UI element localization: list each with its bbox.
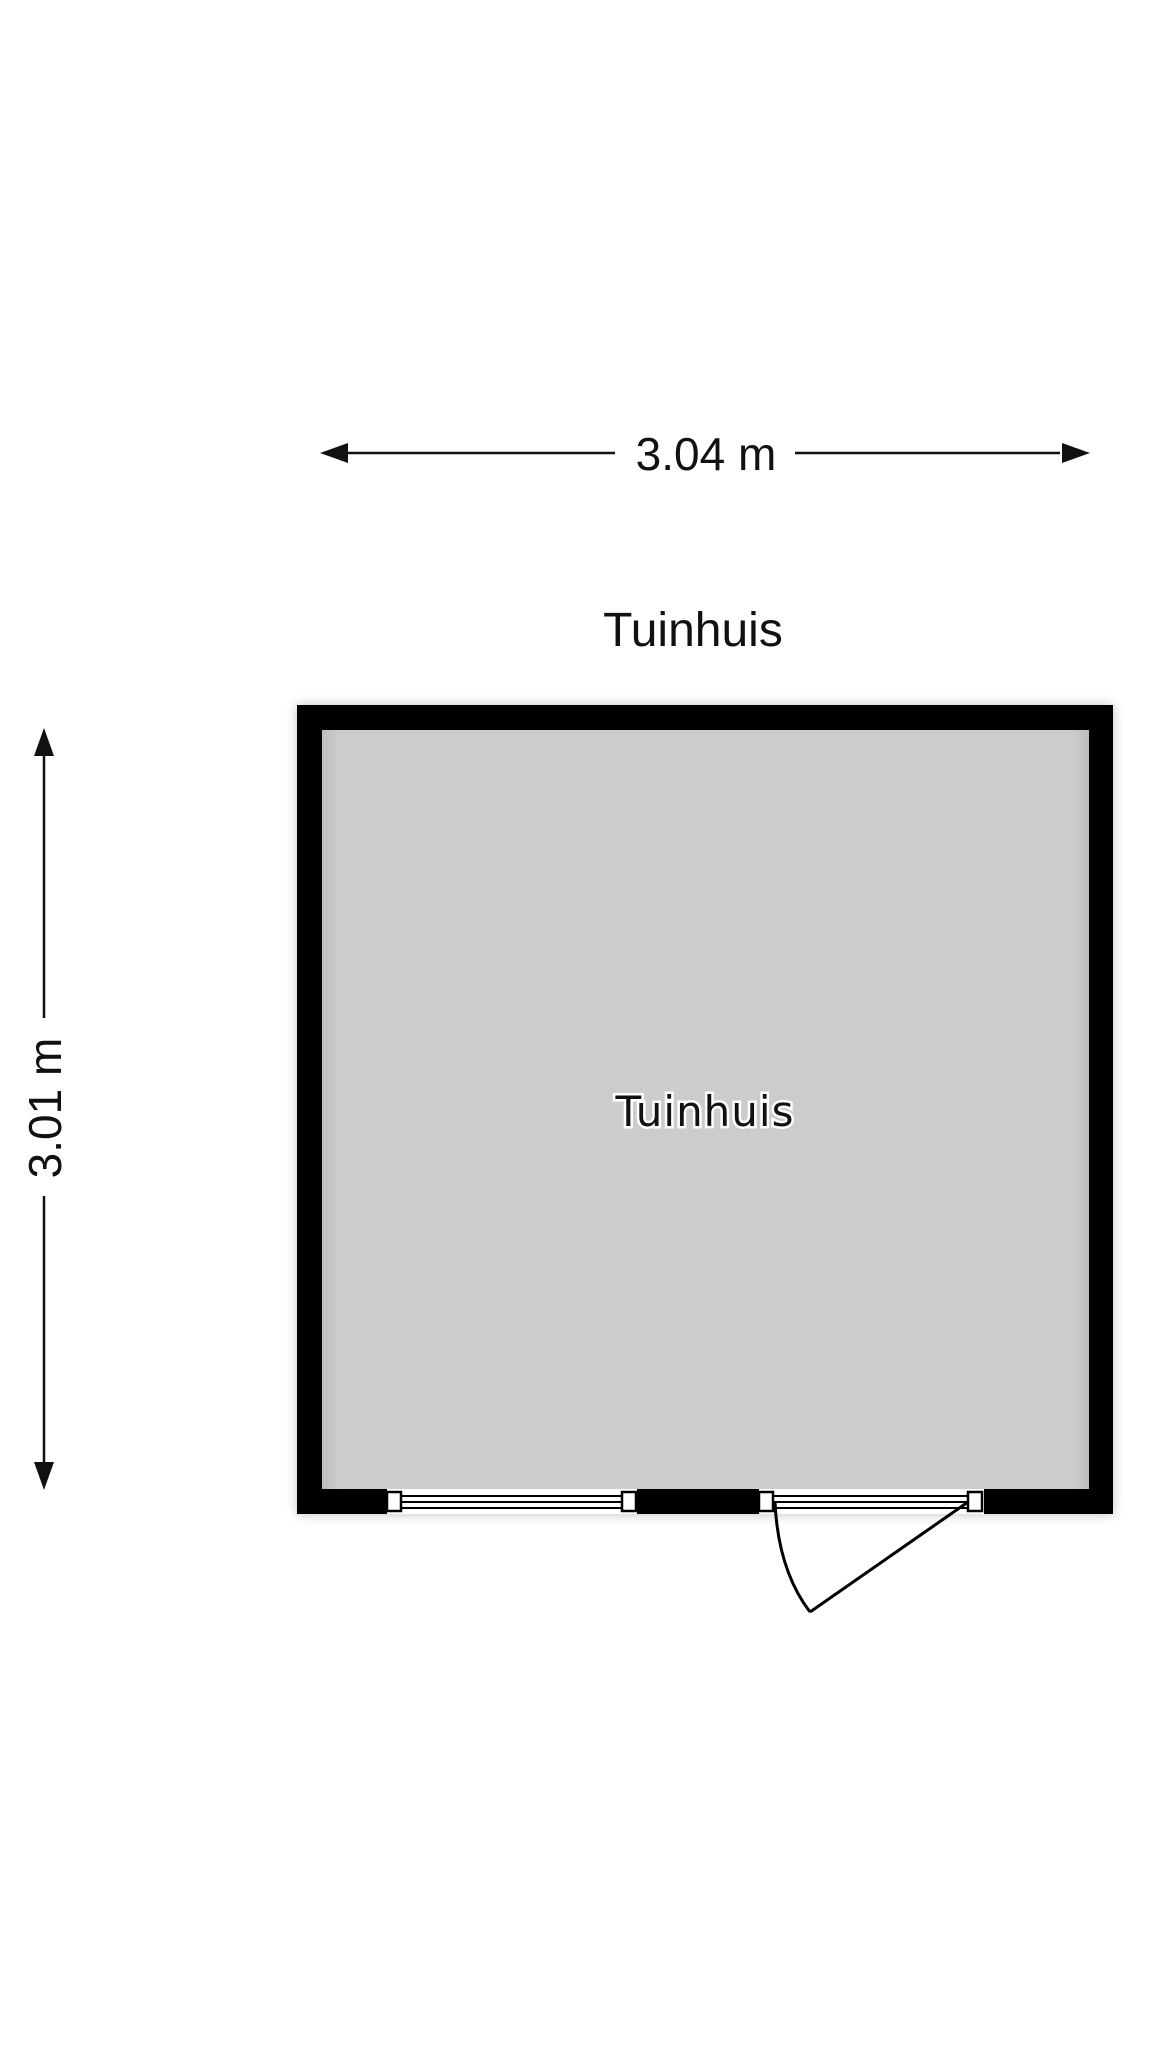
depth-dimension: 3.01 m bbox=[19, 728, 71, 1490]
door-frame-right bbox=[966, 1490, 984, 1513]
width-dimension: 3.04 m bbox=[320, 428, 1090, 480]
door bbox=[757, 1489, 984, 1614]
floor-area bbox=[322, 730, 1089, 1489]
plan-title: Tuinhuis bbox=[603, 604, 783, 657]
window bbox=[385, 1489, 638, 1514]
width-dimension-label: 3.04 m bbox=[636, 428, 777, 480]
room-label: Tuinhuis bbox=[615, 1087, 795, 1136]
window-frame-right bbox=[620, 1490, 638, 1513]
door-swing-arc bbox=[773, 1501, 812, 1613]
arrow-down-icon bbox=[34, 1462, 54, 1490]
shed-structure bbox=[297, 705, 1113, 1514]
arrow-up-icon bbox=[34, 728, 54, 756]
window-frame-left bbox=[385, 1490, 403, 1513]
arrow-left-icon bbox=[320, 443, 348, 463]
door-frame-left bbox=[757, 1490, 775, 1513]
door-leaf bbox=[809, 1500, 969, 1614]
depth-dimension-label: 3.01 m bbox=[19, 1038, 71, 1179]
arrow-right-icon bbox=[1062, 443, 1090, 463]
